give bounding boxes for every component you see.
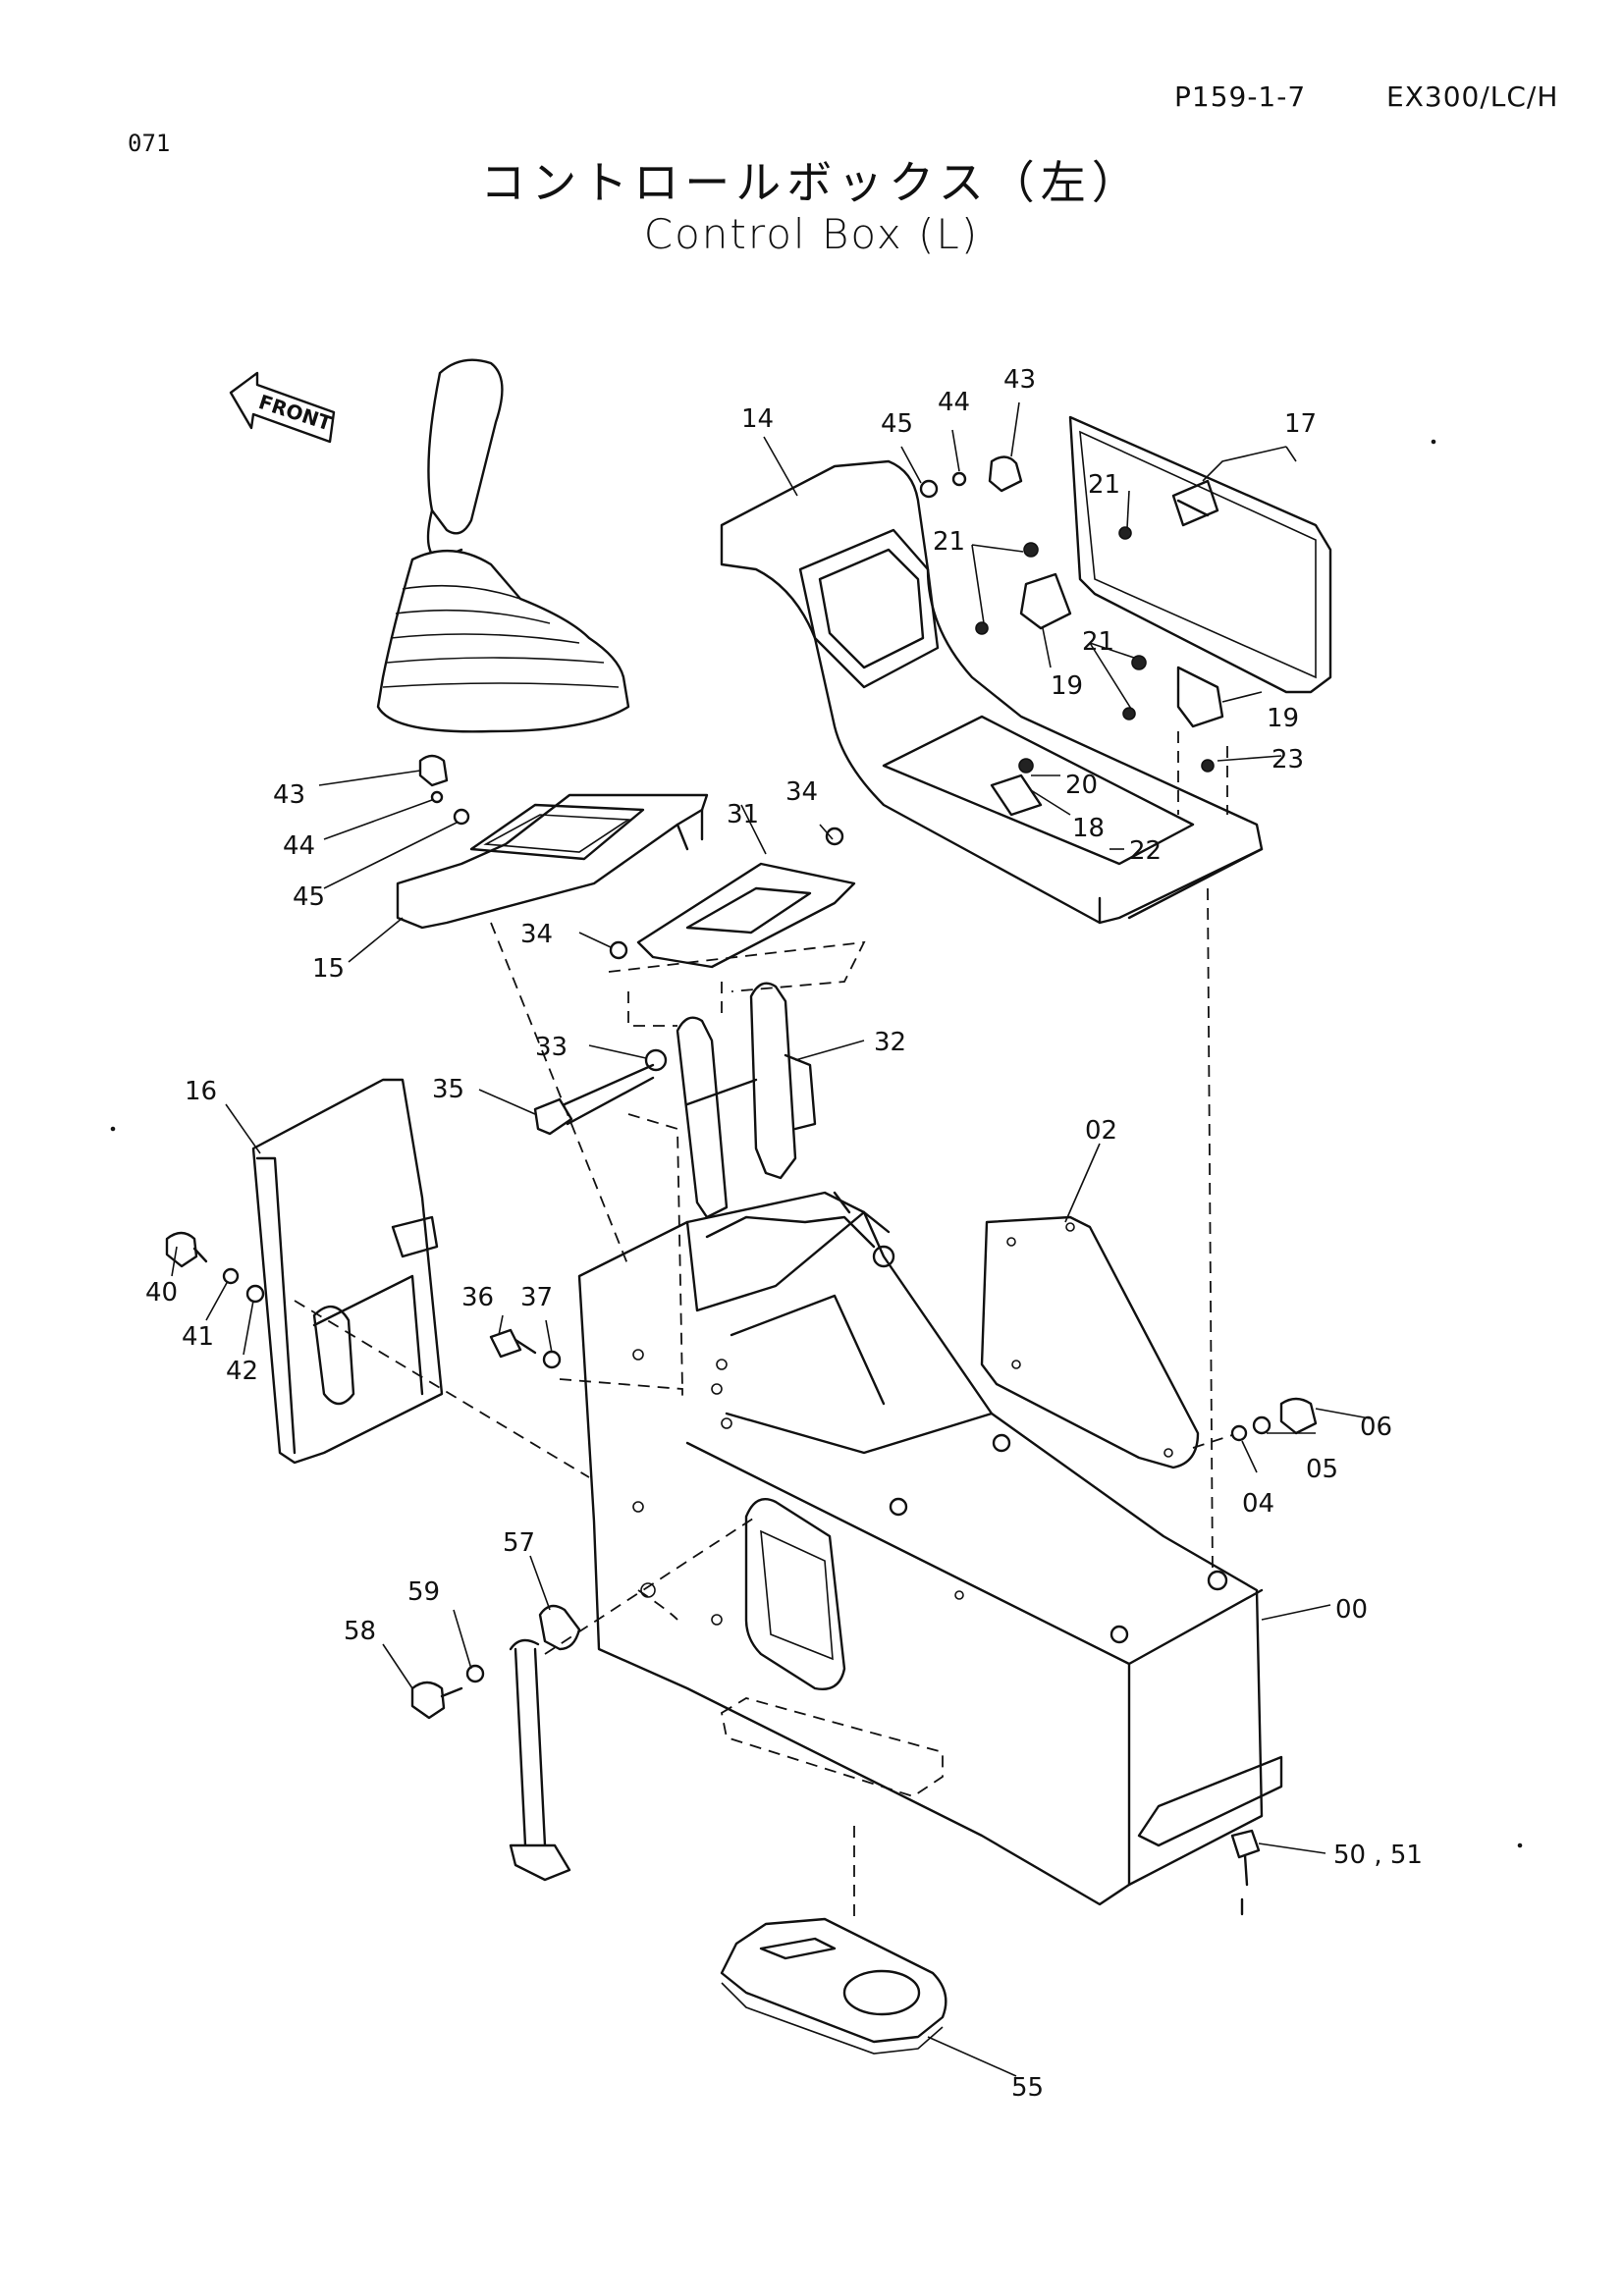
callout-50-51: 50 , 51 [1333, 1841, 1423, 1870]
callout-44: 44 [283, 831, 315, 861]
callout-59: 59 [407, 1577, 440, 1607]
callout-34: 34 [520, 920, 553, 949]
pin-part-57 [410, 1604, 581, 1882]
callout-58: 58 [344, 1617, 376, 1646]
callout-43: 43 [1003, 365, 1036, 395]
callout-23: 23 [1271, 745, 1304, 774]
bracket-part-15 [396, 793, 709, 930]
fasteners-left [165, 1231, 265, 1304]
callout-21: 21 [1088, 470, 1120, 500]
stray-dot [1431, 439, 1436, 445]
callout-02: 02 [1085, 1116, 1117, 1146]
main-box-part-00 [559, 1191, 1283, 1916]
callout-37: 37 [520, 1283, 553, 1312]
callout-15: 15 [312, 954, 345, 984]
callout-45: 45 [293, 882, 325, 912]
callout-21: 21 [933, 527, 965, 557]
fasteners-top [919, 455, 1023, 499]
callout-20: 20 [1065, 771, 1098, 800]
callout-05: 05 [1306, 1455, 1338, 1484]
control-lever-part [376, 358, 630, 733]
callout-17: 17 [1284, 409, 1317, 439]
callout-32: 32 [874, 1028, 906, 1057]
callout-57: 57 [503, 1528, 535, 1558]
callout-19: 19 [1051, 671, 1083, 701]
callout-41: 41 [182, 1322, 214, 1352]
front-arrow-icon: FRONT [229, 371, 336, 444]
hinge-part-19 [975, 526, 1224, 817]
fasteners-mid [489, 1328, 562, 1369]
assembly-lines [294, 731, 1233, 1919]
title-english: Control Box (L) [643, 210, 980, 258]
callout-42: 42 [226, 1357, 258, 1386]
cover-part-14 [720, 459, 1264, 925]
callout-06: 06 [1360, 1413, 1392, 1442]
callout-44: 44 [938, 388, 970, 417]
title-japanese: コントロールボックス（左） [480, 156, 1143, 209]
stray-dot [110, 1126, 116, 1132]
callout-labels: 14 45 44 43 17 21 21 19 21 19 20 23 18 2… [145, 365, 1423, 2103]
callout-31: 31 [727, 800, 759, 829]
callout-22: 22 [1129, 836, 1162, 866]
callout-43: 43 [273, 780, 305, 810]
machine-model: EX300/LC/H [1386, 80, 1559, 113]
leader-lines [171, 401, 1371, 2077]
callout-16: 16 [185, 1077, 217, 1106]
bolt-part-35 [533, 1063, 655, 1136]
stray-dot [1517, 1842, 1523, 1848]
callout-35: 35 [432, 1075, 464, 1104]
page-number: 071 [128, 130, 171, 157]
callout-40: 40 [145, 1278, 178, 1308]
pad-part-55 [720, 1917, 947, 2055]
plate-part-31 [636, 862, 856, 969]
side-cover-part-02 [980, 1215, 1200, 1469]
callout-00: 00 [1335, 1595, 1368, 1625]
diagram-reference-number: P159-1-7 [1174, 80, 1307, 113]
callout-18: 18 [1072, 814, 1105, 843]
callout-34: 34 [785, 777, 818, 807]
callout-55: 55 [1011, 2073, 1044, 2103]
callout-14: 14 [741, 404, 774, 434]
fasteners-right [1230, 1397, 1318, 1442]
callout-19: 19 [1267, 704, 1299, 733]
callout-33: 33 [535, 1033, 568, 1062]
callout-04: 04 [1242, 1489, 1274, 1519]
side-panel-part-16 [251, 1078, 444, 1465]
lid-part-17 [1068, 415, 1332, 694]
callout-45: 45 [881, 409, 913, 439]
callout-36: 36 [461, 1283, 494, 1312]
bracket-part-32 [418, 754, 844, 1219]
bolt-part-50-51 [1230, 1829, 1261, 1887]
callout-21: 21 [1082, 627, 1114, 657]
